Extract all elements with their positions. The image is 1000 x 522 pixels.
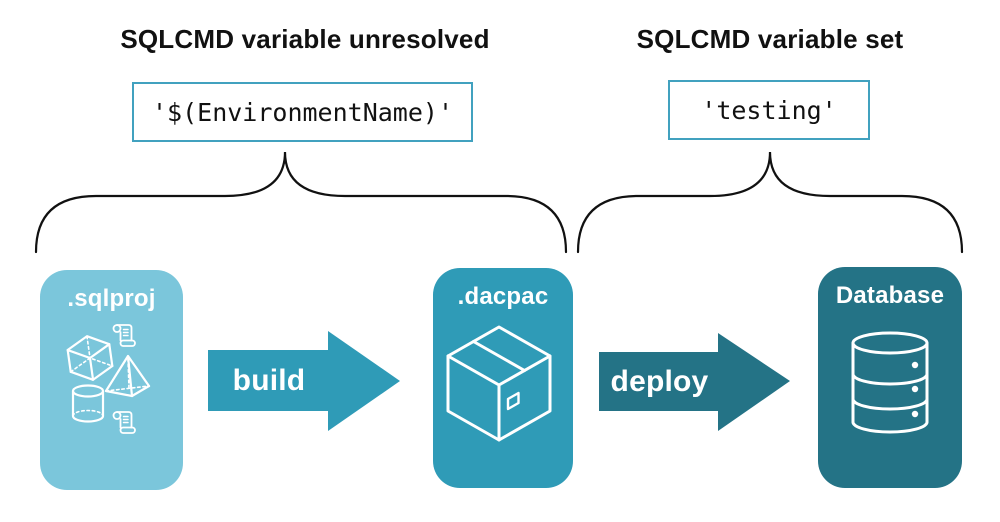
stage-label-sqlproj: .sqlproj bbox=[67, 285, 156, 312]
stage-sqlproj: .sqlproj bbox=[40, 270, 183, 490]
heading-variable-unresolved: SQLCMD variable unresolved bbox=[120, 24, 490, 54]
pyramid-icon bbox=[104, 354, 151, 398]
database-icon bbox=[851, 331, 929, 434]
stage-database: Database bbox=[818, 267, 962, 488]
cylinder-icon bbox=[71, 384, 105, 423]
sqlcmd-set-value: 'testing' bbox=[701, 95, 837, 125]
package-icon bbox=[446, 325, 552, 442]
cube-icon bbox=[66, 335, 114, 381]
stage-label-database: Database bbox=[835, 282, 945, 309]
right-brace bbox=[576, 151, 964, 254]
stage-label-dacpac: .dacpac bbox=[457, 283, 549, 310]
annotation-box-unresolved: '$(EnvironmentName)' bbox=[132, 82, 473, 142]
sqlproj-objects-icons bbox=[66, 324, 151, 434]
heading-variable-set: SQLCMD variable set bbox=[636, 24, 904, 54]
sqlcmd-variable-value: '$(EnvironmentName)' bbox=[151, 97, 454, 127]
left-brace bbox=[34, 151, 568, 254]
annotation-box-set: 'testing' bbox=[668, 80, 870, 140]
scroll-icon bbox=[112, 411, 136, 434]
scroll-icon bbox=[112, 324, 136, 347]
build-arrow-label: build bbox=[232, 363, 306, 397]
stage-dacpac: .dacpac bbox=[433, 268, 573, 488]
deploy-arrow-label: deploy bbox=[610, 364, 709, 398]
